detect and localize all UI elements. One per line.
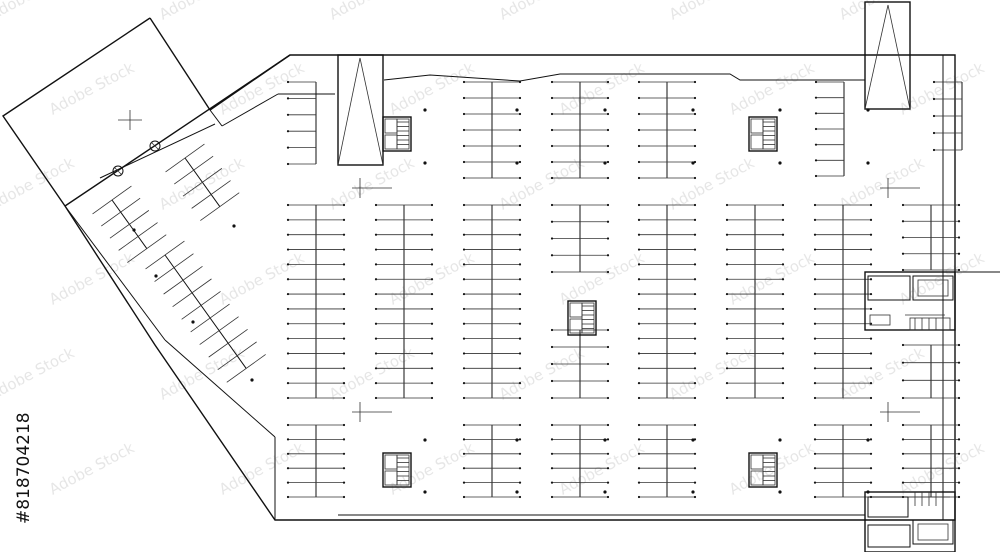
structural-column <box>603 438 607 442</box>
structural-column <box>691 490 695 494</box>
structural-column <box>691 438 695 442</box>
stair-cores <box>382 116 778 488</box>
stair-core-top-right <box>748 116 778 152</box>
watermark-text: Adobe Stock <box>836 343 927 403</box>
stock-id-label: #818704218 <box>14 412 34 524</box>
stall-column <box>814 80 845 178</box>
structural-column <box>866 161 870 165</box>
structural-column <box>603 490 607 494</box>
watermark-text: Adobe Stock <box>326 0 417 24</box>
watermark-text: Adobe Stock <box>46 438 137 498</box>
watermark-text: Adobe Stock <box>156 153 247 213</box>
stall-column <box>550 328 610 400</box>
structural-column <box>515 490 519 494</box>
parking-stalls <box>286 80 963 499</box>
stall-column <box>550 423 610 499</box>
watermark-text: Adobe Stock <box>556 58 647 118</box>
structural-column <box>423 490 427 494</box>
watermark-text: Adobe Stock <box>666 343 757 403</box>
stall-column <box>901 343 961 400</box>
watermark-text: Adobe Stock <box>156 343 247 403</box>
outer-walls <box>2 17 1000 521</box>
structural-column <box>154 274 158 278</box>
watermark-text: Adobe Stock <box>836 153 927 213</box>
watermark-text: Adobe Stock <box>216 58 307 118</box>
stall-column <box>286 423 346 499</box>
diagonal-parking-stalls <box>92 143 266 383</box>
stall-column <box>813 423 873 499</box>
stall-column <box>901 203 961 272</box>
watermark-text: Adobe Stock <box>726 248 817 308</box>
watermark-text: Adobe Stock <box>496 153 587 213</box>
ramp-top <box>337 54 384 166</box>
structural-column <box>191 320 195 324</box>
structural-column <box>250 378 254 382</box>
stair-core-center <box>567 300 597 336</box>
stall-column <box>637 80 697 180</box>
stair-core-top-left <box>382 116 412 152</box>
watermark-text: Adobe Stock <box>156 0 247 24</box>
stall-column <box>286 203 346 400</box>
room-right-lower <box>864 491 956 552</box>
watermark-text: Adobe Stock <box>666 153 757 213</box>
structural-column <box>423 108 427 112</box>
watermark-text: Adobe Stock <box>556 248 647 308</box>
stall-column <box>286 80 317 166</box>
room-right-upper <box>864 271 956 331</box>
structural-column <box>778 438 782 442</box>
watermark-text: Adobe Stock <box>496 343 587 403</box>
watermark-text: Adobe Stock <box>46 58 137 118</box>
stall-column <box>550 203 610 274</box>
watermark-text: Adobe Stock <box>0 153 78 213</box>
ramp-right-top <box>864 1 911 110</box>
entry-zone <box>99 110 216 179</box>
stall-column <box>813 203 873 400</box>
watermark-text: Adobe Stock <box>216 248 307 308</box>
diagonal-stall-group <box>165 143 240 221</box>
watermark-text: Adobe Stock <box>726 58 817 118</box>
watermark-text: Adobe Stock <box>726 438 817 498</box>
watermark-text: Adobe Stock <box>836 0 927 24</box>
stall-column <box>462 203 522 400</box>
structural-column <box>515 438 519 442</box>
structural-column <box>866 438 870 442</box>
stall-column <box>462 80 522 180</box>
structural-column <box>232 224 236 228</box>
stair-core-bottom-left <box>382 452 412 488</box>
diagonal-stall-group <box>145 240 266 383</box>
structural-column <box>603 161 607 165</box>
stall-column <box>637 203 697 400</box>
watermark-text: Adobe Stock <box>496 0 587 24</box>
stair-core-bottom-right <box>748 452 778 488</box>
stock-id-text: #818704218 <box>14 412 34 524</box>
stall-column <box>725 203 785 400</box>
column-markers <box>352 178 920 422</box>
watermark-text: Adobe Stock <box>326 153 417 213</box>
stall-column <box>637 423 697 499</box>
structural-column <box>778 490 782 494</box>
stall-column <box>462 423 522 499</box>
stall-column <box>932 80 963 152</box>
structural-column <box>132 228 136 232</box>
structural-column <box>515 161 519 165</box>
structural-column <box>691 108 695 112</box>
watermark-text: Adobe Stock <box>46 248 137 308</box>
watermark-text: Adobe Stock <box>666 0 757 24</box>
structural-column <box>778 161 782 165</box>
structural-column <box>423 438 427 442</box>
structural-column <box>691 161 695 165</box>
structural-column <box>423 161 427 165</box>
structural-column <box>866 108 870 112</box>
watermark-text: Adobe Stock <box>386 58 477 118</box>
watermark-text: Adobe Stock <box>0 0 78 24</box>
structural-column <box>515 108 519 112</box>
diagonal-stall-group <box>92 185 167 263</box>
structural-column <box>603 108 607 112</box>
stall-column <box>374 203 434 400</box>
structural-column <box>778 108 782 112</box>
stall-column <box>550 80 610 180</box>
